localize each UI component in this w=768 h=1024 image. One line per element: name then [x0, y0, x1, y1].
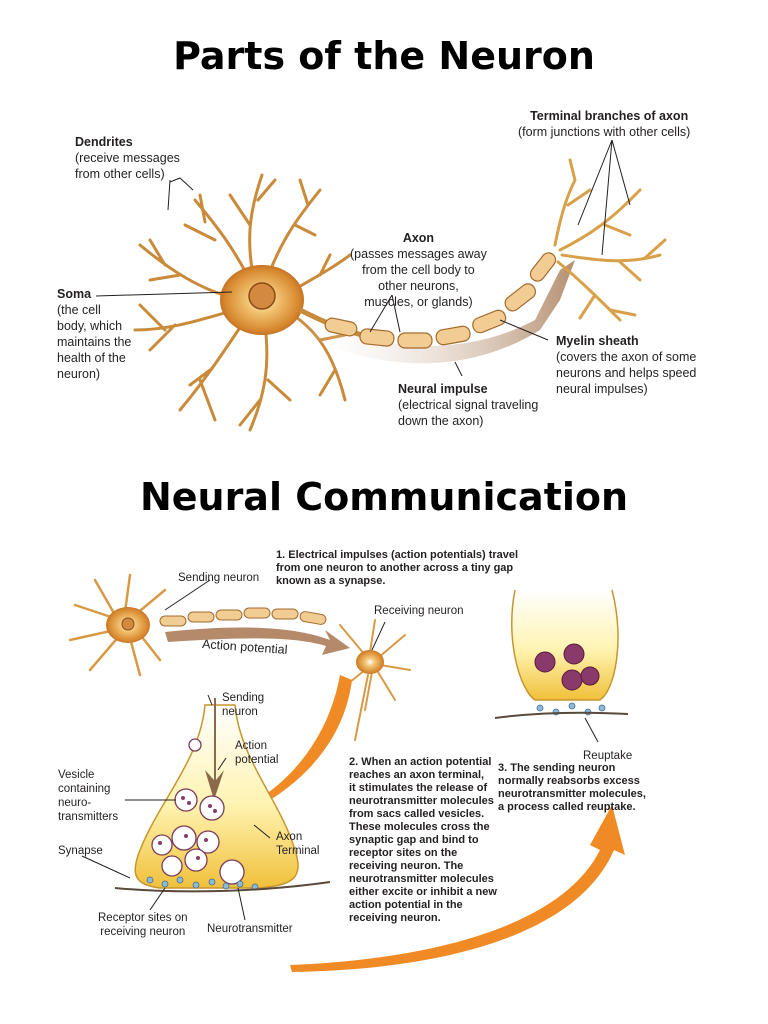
receptor-line2: receiving neuron	[100, 926, 186, 938]
caption-step-1: 1. Electrical impulses (action potential…	[276, 549, 518, 588]
step2-line6: These molecules cross the	[349, 821, 490, 833]
neuron-illustration	[133, 158, 667, 432]
step2-line5: from sacs called vesicles.	[349, 808, 485, 820]
label-receiving-neuron: Receiving neuron	[374, 605, 464, 617]
step2-line10: neurotransmitter molecules	[349, 873, 494, 885]
label-receptor-sites: Receptor sites on receiving neuron	[98, 911, 188, 939]
axon-desc-1: (passes messages away	[350, 247, 487, 261]
axon-desc-4: muscles, or glands)	[364, 295, 473, 309]
step3-line4: a process called reuptake.	[498, 801, 636, 813]
label-axon-terminal: Axon Terminal	[276, 830, 319, 858]
label-sending-neuron: Sending neuron	[178, 572, 260, 584]
axon-desc-2: from the cell body to	[362, 263, 475, 277]
axon-terminal-line2: Terminal	[276, 845, 320, 857]
label-soma: Soma (the cell body, which maintains the…	[57, 286, 131, 382]
step1-line2: from one neuron to another across a tiny…	[276, 562, 514, 574]
label-neural-impulse: Neural impulse (electrical signal travel…	[398, 381, 538, 429]
soma-desc-5: neuron)	[57, 367, 101, 381]
axon-name: Axon	[402, 231, 435, 245]
soma-name: Soma	[57, 287, 92, 301]
label-axon: Axon (passes messages away from the cell…	[350, 230, 487, 310]
vesicle-line1: Vesicle	[58, 769, 95, 781]
sending-neuron-2-line1: Sending	[222, 692, 265, 704]
caption-step-3: 3. The sending neuron normally reabsorbs…	[498, 762, 646, 814]
step1-line3: known as a synapse.	[276, 575, 386, 587]
title-parts-of-neuron: Parts of the Neuron	[173, 34, 595, 78]
step2-line2: reaches an axon terminal,	[349, 769, 485, 781]
label-action-potential-2: Action potential	[235, 739, 278, 767]
axon-terminal-illustration	[114, 698, 331, 893]
step2-line7: synaptic gap and bind to	[349, 834, 479, 846]
vesicle-line4: transmitters	[58, 811, 119, 823]
step2-line12: action potential in the	[349, 899, 463, 911]
soma-desc-2: body, which	[57, 319, 123, 333]
impulse-desc-2: down the axon)	[398, 414, 484, 428]
step2-line4: neurotransmitter molecules	[349, 795, 494, 807]
myelin-name: Myelin sheath	[556, 334, 639, 348]
vesicle-line2: containing	[58, 783, 111, 795]
step2-line1: 2. When an action potential	[349, 756, 492, 768]
soma-desc-3: maintains the	[57, 335, 132, 349]
terminal-pointer	[577, 139, 631, 256]
myelin-pointer	[499, 319, 549, 341]
myelin-desc-2: neurons and helps speed	[556, 366, 697, 380]
step1-line1: 1. Electrical impulses (action potential…	[276, 549, 519, 561]
step2-line11: either excite or inhibit a new	[349, 886, 497, 898]
caption-step-2: 2. When an action potential reaches an a…	[349, 756, 497, 925]
sending-neuron-2-line2: neuron	[222, 706, 258, 718]
label-dendrites: Dendrites (receive messages from other c…	[75, 134, 180, 182]
label-terminal-branches: Terminal branches of axon (form junction…	[518, 108, 690, 140]
impulse-pointer	[454, 361, 463, 377]
step2-line8: receptor sites on the	[349, 847, 458, 859]
label-sending-neuron-2: Sending neuron	[222, 691, 264, 719]
label-synapse: Synapse	[58, 845, 103, 857]
axon-desc-3: other neurons,	[378, 279, 459, 293]
myelin-desc-1: (covers the axon of some	[556, 350, 697, 364]
dendrites-name: Dendrites	[75, 135, 133, 149]
impulse-desc-1: (electrical signal traveling	[398, 398, 539, 412]
step3-line1: 3. The sending neuron	[498, 762, 616, 774]
dendrites-desc-1: (receive messages	[75, 151, 180, 165]
sending-neuron-illustration	[68, 573, 350, 677]
label-reuptake: Reuptake	[583, 750, 633, 762]
dendrites-pointer	[169, 177, 194, 191]
soma-pointer	[95, 291, 233, 297]
axon-terminal-line1: Axon	[276, 831, 303, 843]
label-myelin-sheath: Myelin sheath (covers the axon of some n…	[556, 333, 696, 397]
terminal-name: Terminal branches of axon	[530, 109, 689, 123]
impulse-name: Neural impulse	[398, 382, 488, 396]
soma-desc-4: health of the	[57, 351, 126, 365]
label-neurotransmitter: Neurotransmitter	[207, 923, 293, 935]
reuptake-illustration	[494, 589, 629, 719]
step3-line2: normally reabsorbs excess	[498, 775, 640, 787]
receptor-line1: Receptor sites on	[98, 912, 188, 924]
terminal-desc-1: (form junctions with other cells)	[518, 125, 691, 139]
receiving-neuron-illustration	[339, 619, 411, 741]
dendrites-desc-2: from other cells)	[75, 167, 165, 181]
axon-pointer	[369, 294, 401, 333]
step3-line3: neurotransmitter molecules,	[498, 788, 646, 800]
action-potential-2-line1: Action	[235, 740, 267, 752]
step2-line13: receiving neuron.	[349, 912, 441, 924]
soma-desc-1: (the cell	[57, 303, 101, 317]
step2-line3: it stimulates the release of	[349, 782, 488, 794]
vesicle-line3: neuro-	[58, 797, 92, 809]
label-vesicle: Vesicle containing neuro- transmitters	[58, 768, 118, 824]
step2-line9: receiving neuron. The	[349, 860, 464, 872]
action-potential-2-line2: potential	[235, 754, 279, 766]
title-neural-communication: Neural Communication	[139, 475, 629, 519]
myelin-desc-3: neural impulses)	[556, 382, 648, 396]
